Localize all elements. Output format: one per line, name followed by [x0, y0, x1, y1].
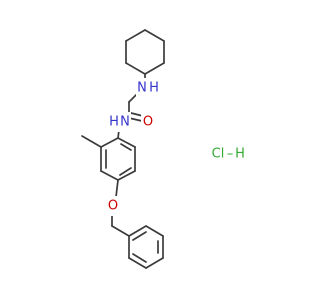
aryl-ring-bond	[100, 137, 119, 148]
amide-hydrogen-label: H	[109, 115, 119, 130]
salt-dash: –	[227, 147, 234, 162]
ether-oxygen: O	[106, 196, 122, 216]
carbonyl-double-bond-a	[128, 117, 143, 122]
phenyl-ring-inner-bond	[132, 231, 147, 241]
aryl-ring-bond	[117, 137, 136, 148]
amine-group: N H	[136, 78, 162, 98]
ether-oxygen-label: O	[108, 199, 118, 214]
phenyl-ring-bond	[145, 225, 164, 237]
phenyl-ring-bond	[128, 257, 147, 269]
cyclohexyl-bond	[125, 62, 146, 75]
phenyl-ring-bond	[145, 257, 164, 269]
aryl-ring-inner-bond	[119, 167, 132, 176]
chloride-label: Cl	[212, 147, 225, 162]
phenyl-ring-bond	[128, 225, 147, 237]
salt-hydrogen-label: H	[235, 147, 245, 162]
amine-nitrogen-label: N	[137, 81, 147, 96]
aryl-ring-inner-bond	[120, 143, 132, 151]
cyclohexyl-bond	[144, 62, 165, 75]
chemical-structure-diagram: N H H N O O Cl – H	[81, 29, 245, 269]
methyl-bond	[81, 135, 102, 148]
aryl-ring-bond	[100, 170, 119, 181]
bond-layer	[81, 29, 165, 269]
aryl-ring-bond	[117, 170, 136, 181]
amine-hydrogen-label: H	[149, 81, 159, 96]
phenyl-ring-inner-bond	[132, 253, 147, 263]
carbonyl-oxygen-label: O	[143, 115, 153, 130]
carbonyl-oxygen: O	[141, 112, 157, 132]
cyclohexyl-bond	[125, 29, 146, 42]
cyclohexyl-bond	[144, 29, 165, 42]
amide-nh-group: H N	[107, 112, 131, 132]
benzyl-phenyl-bond	[111, 225, 130, 237]
amide-nitrogen-label: N	[120, 115, 130, 130]
aryl-ether-bond	[115, 179, 119, 198]
hydrochloride-salt: Cl – H	[212, 147, 245, 162]
